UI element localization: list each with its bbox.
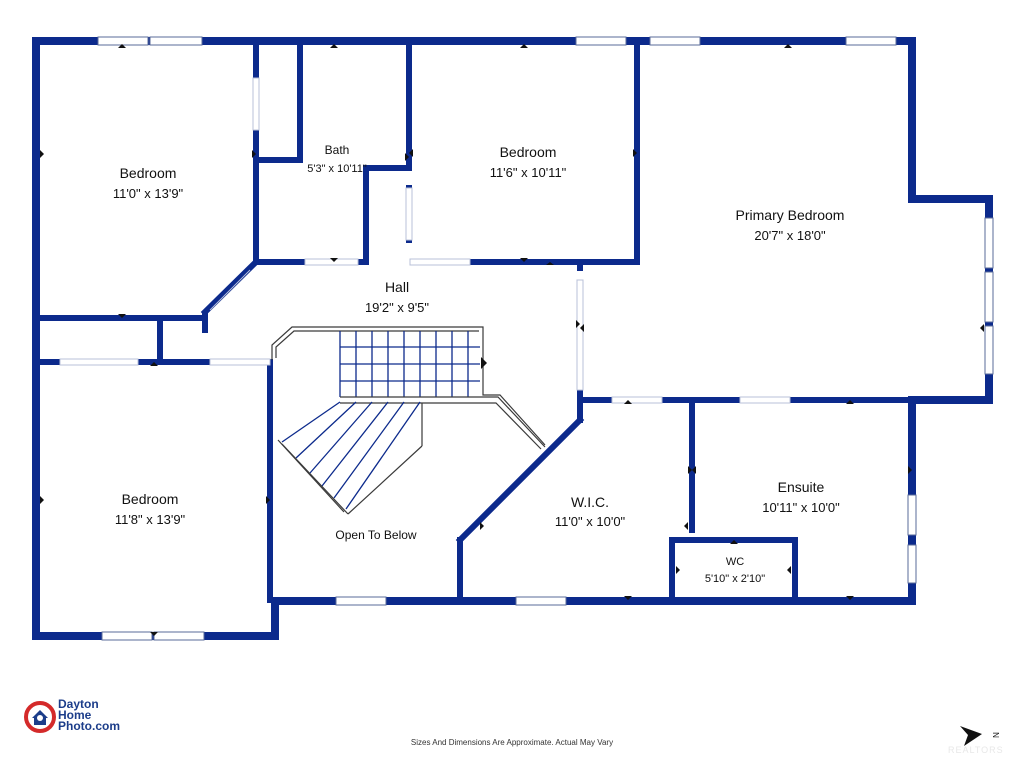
disclaimer: Sizes And Dimensions Are Approximate. Ac…	[410, 738, 614, 747]
room-dimensions: 11'0" x 10'0"	[555, 514, 626, 529]
watermark: REALTORS	[948, 745, 1004, 755]
room-name: Bath	[325, 143, 350, 157]
door-ticks	[40, 44, 984, 636]
room-name: Bedroom	[500, 144, 557, 160]
room-open-to-below: Open To Below	[335, 528, 416, 542]
room-dimensions: 5'10" x 2'10"	[705, 573, 765, 585]
room-dimensions: 5'3" x 10'11"	[307, 163, 367, 175]
stair-arrow	[481, 357, 487, 369]
room-name: Primary Bedroom	[736, 207, 845, 223]
room-dimensions: 11'6" x 10'11"	[490, 165, 567, 180]
logo-line-2: Home	[58, 708, 92, 722]
outer-walls	[32, 37, 993, 640]
room-bedroom-nw: Bedroom 11'0" x 13'9"	[113, 165, 184, 201]
logo-text: Dayton Home Photo.com	[58, 697, 120, 733]
room-ensuite: Ensuite 10'11" x 10'0"	[762, 479, 840, 515]
room-wic: W.I.C. 11'0" x 10'0"	[555, 494, 626, 529]
openings	[59, 77, 791, 404]
room-name: Bedroom	[122, 491, 179, 507]
room-name: W.I.C.	[571, 494, 609, 510]
interior-walls	[35, 41, 915, 603]
room-name: Bedroom	[120, 165, 177, 181]
room-dimensions: 19'2" x 9'5"	[365, 300, 429, 315]
north-arrow-icon: N	[960, 726, 1000, 746]
room-wc: WC 5'10" x 2'10"	[705, 556, 765, 585]
staircase	[271, 326, 546, 515]
room-dimensions: 11'0" x 13'9"	[113, 186, 184, 201]
windows	[97, 36, 994, 641]
room-primary-bedroom: Primary Bedroom 20'7" x 18'0"	[736, 207, 845, 243]
room-dimensions: 10'11" x 10'0"	[762, 500, 840, 515]
room-dimensions: 11'8" x 13'9"	[115, 512, 186, 527]
room-bedroom-sw: Bedroom 11'8" x 13'9"	[115, 491, 186, 527]
logo	[24, 701, 56, 733]
room-name: Open To Below	[335, 528, 416, 542]
room-hall: Hall 19'2" x 9'5"	[365, 279, 429, 315]
room-dimensions: 20'7" x 18'0"	[754, 228, 826, 243]
logo-line-3: Photo.com	[58, 719, 120, 733]
room-bath: Bath 5'3" x 10'11"	[307, 143, 367, 175]
room-name: Hall	[385, 279, 409, 295]
room-name: WC	[726, 556, 744, 568]
room-bedroom-n: Bedroom 11'6" x 10'11"	[490, 144, 567, 180]
north-label: N	[991, 732, 1000, 738]
logo-line-1: Dayton	[58, 697, 99, 711]
room-name: Ensuite	[778, 479, 825, 495]
